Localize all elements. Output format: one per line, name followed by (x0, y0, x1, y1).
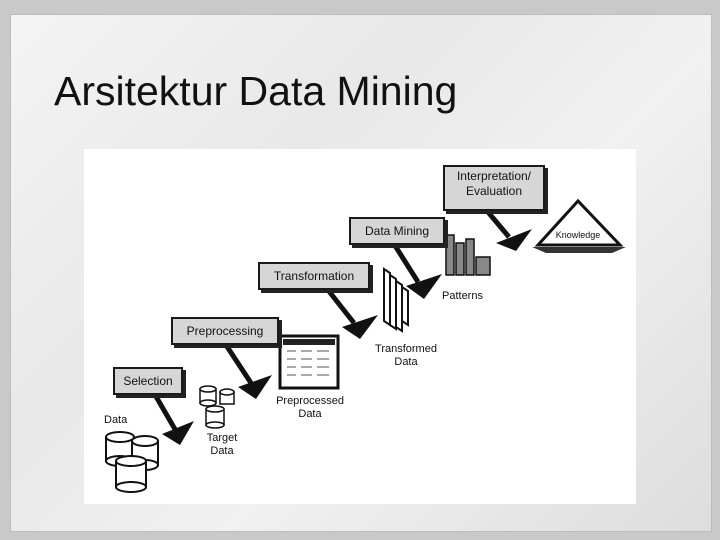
target-data-label: Target Data (202, 432, 242, 458)
preprocessed-data-label-line2: Data (298, 408, 322, 420)
patterns-label: Patterns (442, 290, 483, 302)
preprocessed-data-label-line1: Preprocessed (276, 395, 344, 407)
arrow-interpretation (486, 210, 532, 251)
stage-transformation-box: Transformation (258, 262, 370, 290)
knowledge-triangle-icon (532, 198, 626, 253)
preprocessed-data-label: Preprocessed Data (268, 395, 352, 421)
stage-data-mining-box: Data Mining (349, 217, 445, 245)
slide-title: Arsitektur Data Mining (54, 68, 458, 114)
arrows (151, 210, 532, 445)
target-data-label-line2: Data (210, 445, 234, 457)
patterns-bar-chart-icon (445, 234, 491, 276)
transformed-data-label-line1: Transformed (375, 343, 437, 355)
stage-interpretation-box: Interpretation/ Evaluation (443, 165, 545, 211)
data-label: Data (104, 414, 128, 426)
data-cylinders-icon (105, 431, 159, 493)
arrow-preprocessing (223, 343, 272, 399)
diagram-graphics (105, 198, 626, 493)
knowledge-label: Knowledge (555, 230, 601, 240)
preprocessed-data-table-icon (278, 334, 340, 390)
stage-selection-box: Selection (113, 367, 183, 395)
arrow-selection (151, 391, 194, 445)
kdd-process-diagram: Selection Preprocessing Transformation D… (84, 149, 636, 504)
arrow-transformation (326, 288, 378, 339)
transformed-data-label-line2: Data (394, 356, 418, 368)
target-data-label-line1: Target (206, 432, 238, 444)
stage-preprocessing-box: Preprocessing (171, 317, 279, 345)
arrow-data-mining (391, 242, 442, 299)
transformed-data-label: Transformed Data (364, 343, 448, 369)
target-data-cylinders-icon (199, 385, 235, 429)
transformed-data-sheets-icon (383, 267, 409, 333)
